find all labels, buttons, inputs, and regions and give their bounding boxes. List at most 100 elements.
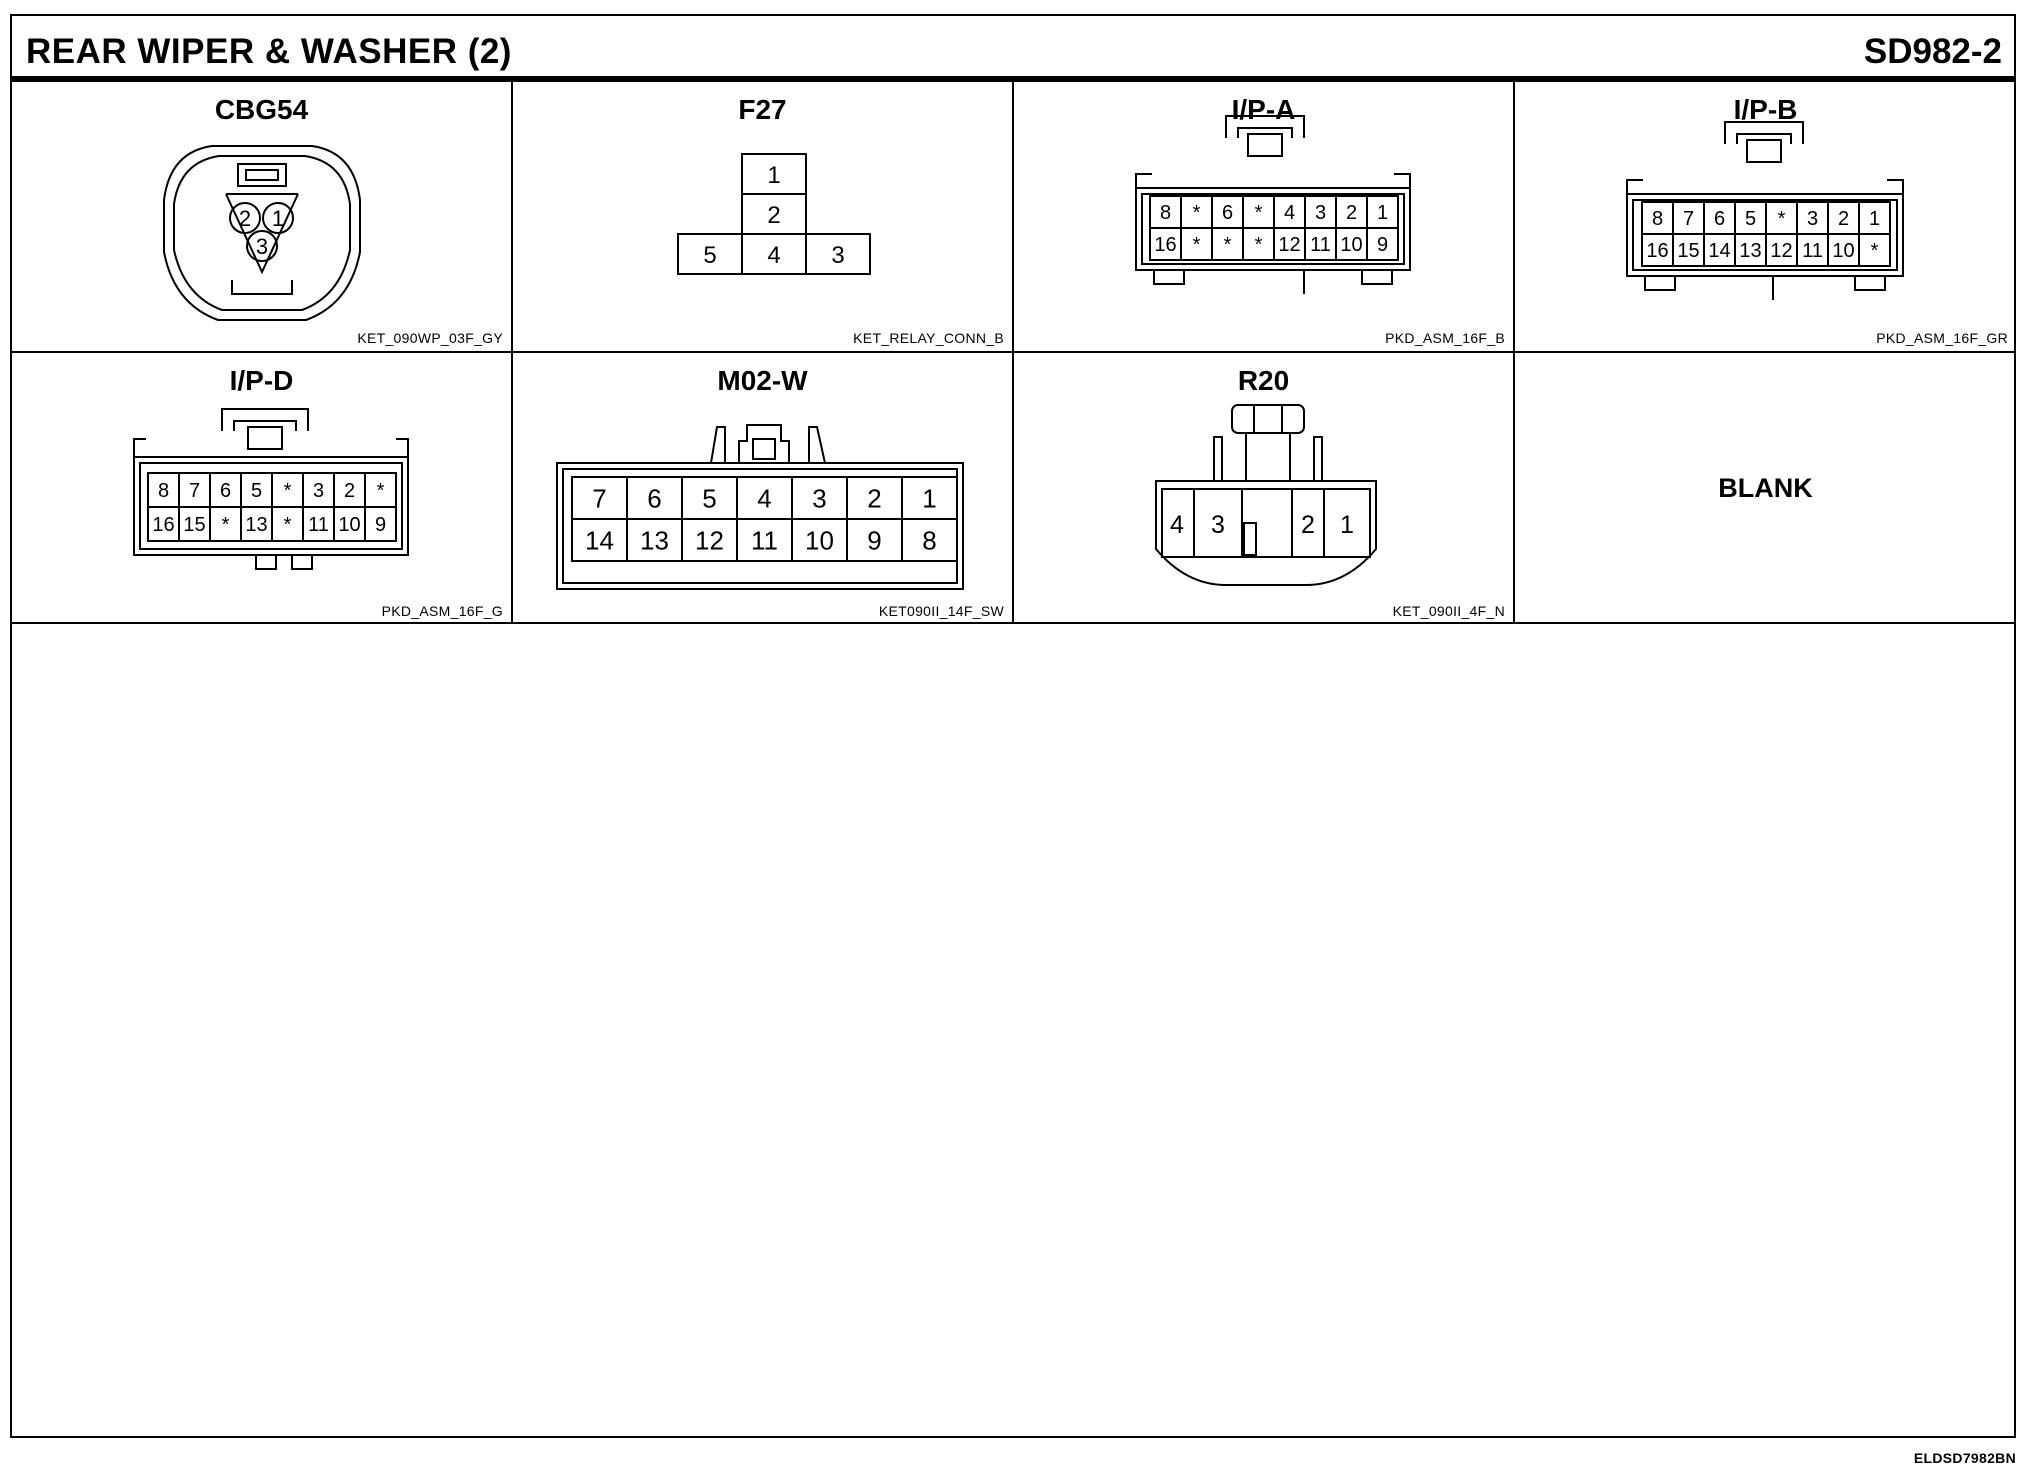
connector-cell-f27: F27 1 2 5 4 3 KET_RELAY_CONN_B <box>513 82 1014 353</box>
connector-f27-drawing: 1 2 5 4 3 <box>677 153 871 275</box>
connector-part-number: KET_RELAY_CONN_B <box>853 330 1004 346</box>
pin-cell <box>901 476 958 520</box>
pin-label: 10 <box>1340 234 1362 256</box>
pin-cell <box>209 506 242 542</box>
pin-label: 16 <box>1646 240 1668 262</box>
pin-cell <box>333 472 366 508</box>
pin-cell <box>571 476 628 520</box>
pin-label: 6 <box>220 480 231 502</box>
pin-cell <box>1641 233 1674 267</box>
pin-label: 10 <box>1832 240 1854 262</box>
pin-label: * <box>377 480 385 502</box>
document-id: ELDSD7982BN <box>1913 1450 2016 1466</box>
pin-label: * <box>1193 202 1201 224</box>
pin-cell <box>846 476 903 520</box>
connector-cbg54-drawing: 2 1 3 <box>163 145 361 321</box>
pin-cell <box>626 476 683 520</box>
pin-cell <box>364 506 397 542</box>
pin-cell <box>791 518 848 562</box>
pin-label: 15 <box>1677 240 1699 262</box>
connector-name: R20 <box>1237 365 1290 396</box>
pin-cell <box>240 472 273 508</box>
pin-label: 4 <box>1284 202 1295 224</box>
pin-1-ring <box>262 202 294 234</box>
pin-label: 1 <box>272 206 284 231</box>
pin-label: 11 <box>1802 240 1823 262</box>
pin-label: 1 <box>922 483 936 513</box>
pin-cell <box>1242 195 1275 229</box>
pin-label: 1 <box>1377 202 1388 224</box>
connector-cell-r20: R20 4 <box>1014 353 1515 624</box>
connector-cell-cbg54: CBG54 2 1 3 <box>12 82 513 353</box>
pin-label: 3 <box>812 483 826 513</box>
pin-label: 3 <box>1315 202 1326 224</box>
pin-label: * <box>284 480 292 502</box>
pin-label: 8 <box>922 525 936 555</box>
pin-label: 3 <box>1211 511 1225 539</box>
pin-label: * <box>1871 240 1879 262</box>
pin-label: * <box>222 514 230 536</box>
connector-part-number: PKD_ASM_16F_GR <box>1876 330 2008 346</box>
pin-cell <box>1734 233 1767 267</box>
pin-label: 11 <box>751 525 778 555</box>
page-title: REAR WIPER & WASHER (2) <box>26 32 512 71</box>
pin-label: 2 <box>344 480 355 502</box>
pin-label: 3 <box>313 480 324 502</box>
connector-r20-drawing: 4 3 2 1 <box>1155 404 1377 586</box>
pin-cell <box>1335 227 1368 261</box>
pin-label: * <box>1255 202 1263 224</box>
pin-cell <box>736 476 793 520</box>
blank-label: BLANK <box>1718 473 1813 503</box>
pin-label: 16 <box>1154 234 1176 256</box>
connector-part-number: KET090II_14F_SW <box>878 603 1004 619</box>
pin-cell <box>1641 201 1674 235</box>
pin-label: 12 <box>695 525 724 555</box>
pin-label: 7 <box>189 480 200 502</box>
pin-label: 14 <box>585 525 614 555</box>
pin-label: 14 <box>1708 240 1730 262</box>
connector-grid: CBG54 2 1 3 <box>12 82 2016 624</box>
pin-label: * <box>1224 234 1232 256</box>
connector-part-number: KET_090II_4F_N <box>1392 603 1505 619</box>
pin-label: 4 <box>757 483 771 513</box>
pin-cell <box>240 506 273 542</box>
pin-label: 4 <box>1170 511 1184 539</box>
pin-cell <box>901 518 958 562</box>
pin-label: 2 <box>239 206 251 231</box>
pin-cell <box>271 506 304 542</box>
connector-part-number: PKD_ASM_16F_G <box>381 603 503 619</box>
pin-label: 2 <box>1838 208 1849 230</box>
pin-label: 10 <box>338 514 360 536</box>
pin-label: 1 <box>767 162 780 189</box>
pin-label: 10 <box>805 525 834 555</box>
pin-cell <box>302 506 335 542</box>
pin-label: 13 <box>640 525 669 555</box>
pin-label: 2 <box>1301 511 1315 539</box>
pin-label: 11 <box>1310 234 1331 256</box>
pin-label: 16 <box>152 514 174 536</box>
pin-label: 5 <box>703 242 716 269</box>
pin-cell <box>1703 233 1736 267</box>
pin-label: 2 <box>1346 202 1357 224</box>
pin-label: 4 <box>767 242 780 269</box>
pin-label: 6 <box>1222 202 1233 224</box>
pin-3-ring <box>246 230 278 262</box>
pin-label: 9 <box>867 525 881 555</box>
pin-label: 8 <box>158 480 169 502</box>
connector-name: I/P-B <box>1733 94 1798 125</box>
pin-label: 9 <box>1377 234 1388 256</box>
connector-name: CBG54 <box>214 94 309 125</box>
pin-2-ring <box>229 202 261 234</box>
pin-label: 8 <box>1160 202 1171 224</box>
pin-cell <box>364 472 397 508</box>
pin-label: 11 <box>308 514 329 536</box>
pin-label: 5 <box>1745 208 1756 230</box>
